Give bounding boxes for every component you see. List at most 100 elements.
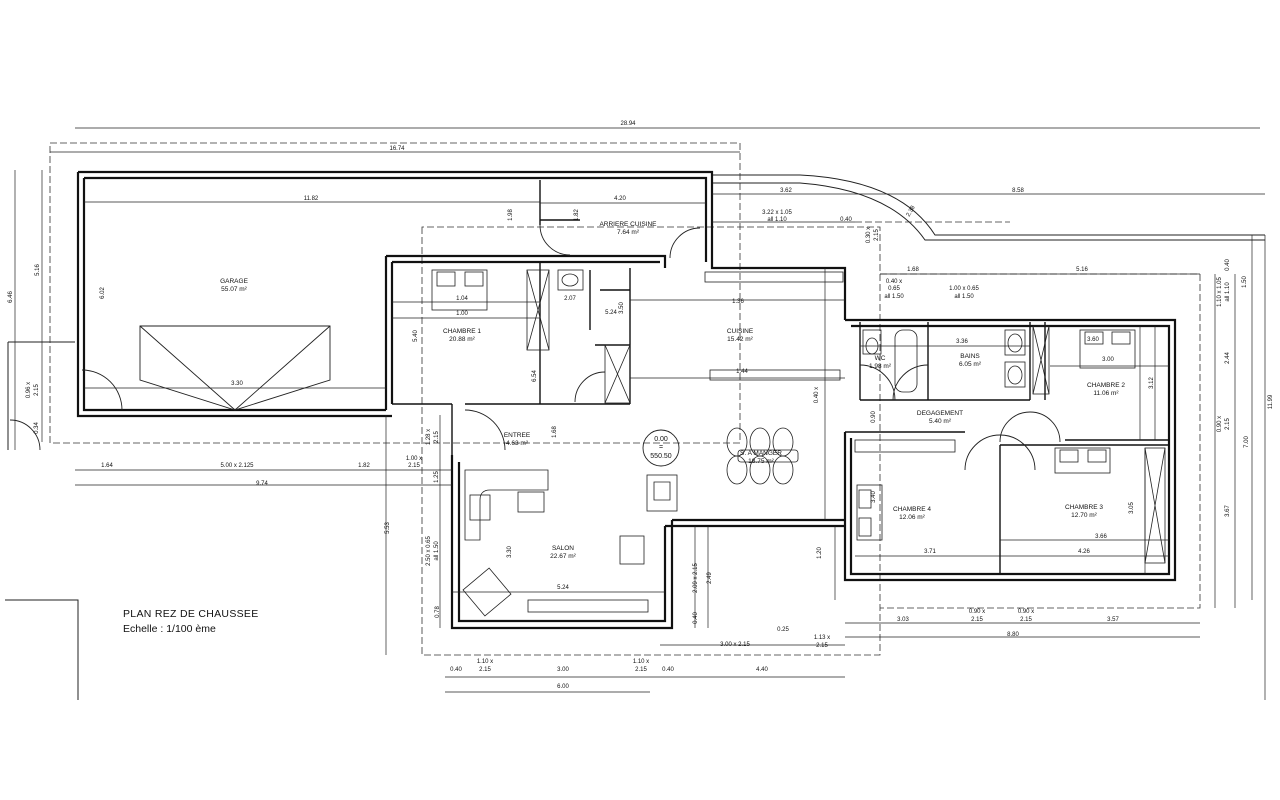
dim-label: 3.66 xyxy=(1095,534,1107,540)
room-name-chambre3: CHAMBRE 3 xyxy=(1065,504,1103,511)
dim-label: 7.00 xyxy=(1244,436,1250,448)
terrace-outline xyxy=(5,174,1265,700)
dim-label: 11.99 xyxy=(1268,394,1274,409)
room-area-chambre3: 12.70 m² xyxy=(1071,512,1097,519)
dim-label: 3.00 xyxy=(557,667,569,673)
level-eq: = xyxy=(659,444,663,451)
dim-label: 11.82 xyxy=(304,196,319,202)
room-labels: GARAGE 55.07 m² ARRIERE CUISINE 7.64 m² … xyxy=(220,221,1125,560)
dim-label: 2.15 xyxy=(34,384,40,396)
dim-label: 5.00 x 2.125 xyxy=(220,463,254,469)
level-marker: 0.00 = 550.50 xyxy=(642,429,680,467)
dim-label: 0.30 x xyxy=(866,227,872,243)
dim-label: 3.60 xyxy=(1087,337,1099,343)
dim-label: 0.40 xyxy=(693,612,699,624)
dim-label: 2.50 x 0.65 xyxy=(426,535,432,565)
room-name-sam: S. A MANGER xyxy=(740,450,782,457)
dim-label: 0.90 x xyxy=(1018,609,1034,615)
room-name-chambre1: CHAMBRE 1 xyxy=(443,328,481,335)
dim-label: 2.15 xyxy=(434,431,440,443)
dim-label: 5.24 xyxy=(605,310,617,316)
dim-label: all 1.50 xyxy=(954,294,974,300)
plan-scale: Echelle : 1/100 ème xyxy=(123,623,216,635)
dim-label: 1.10 x 1.05 xyxy=(1217,276,1223,306)
dim-label: 3.05 xyxy=(1129,502,1135,514)
room-name-chambre4: CHAMBRE 4 xyxy=(893,506,931,513)
room-area-arriere-cuisine: 7.64 m² xyxy=(617,229,640,236)
dim-label: 2.15 xyxy=(1020,617,1032,623)
room-area-chambre1: 20.88 m² xyxy=(449,336,475,343)
dim-label: 2.15 xyxy=(816,643,828,649)
room-area-chambre2: 11.06 m² xyxy=(1093,390,1119,397)
furniture xyxy=(431,269,1166,617)
dim-label: 0.25 xyxy=(777,627,789,633)
dim-label: 2.38 xyxy=(906,204,917,218)
dim-label: 3.62 xyxy=(780,188,792,194)
dim-label: 0.90 xyxy=(871,411,877,423)
dim-label: 2.15 xyxy=(874,229,880,241)
dim-label: 2.15 xyxy=(971,617,983,623)
dim-label: 3.67 xyxy=(1225,505,1231,517)
dim-label: 1.98 xyxy=(508,209,514,221)
level-top: 0.00 xyxy=(654,436,668,443)
dim-label: 0.40 x xyxy=(814,387,820,403)
dim-label: 0.40 xyxy=(450,667,462,673)
dimension-labels-vertical: 6.46 5.16 6.02 1.98 1.82 3.50 5.40 6.54 … xyxy=(8,204,1274,623)
dim-label: 1.68 xyxy=(907,267,919,273)
door-swings xyxy=(9,224,1061,471)
room-name-entree: ENTREE xyxy=(504,432,531,439)
dim-label: all 1.10 xyxy=(767,217,787,223)
room-area-degagement: 5.40 m² xyxy=(929,418,952,425)
dimension-labels: 28.94 16.74 11.82 4.20 3.62 8.58 3.22 x … xyxy=(101,121,1119,690)
dim-label: 5.40 xyxy=(413,330,419,342)
room-name-arriere-cuisine: ARRIERE CUISINE xyxy=(599,221,657,228)
dim-label: 1.68 xyxy=(552,426,558,438)
room-name-salon: SALON xyxy=(552,545,574,552)
dim-label: 5.53 xyxy=(385,522,391,534)
dim-label: 0.40 xyxy=(662,667,674,673)
room-name-chambre2: CHAMBRE 2 xyxy=(1087,382,1125,389)
dim-label: 0.40 xyxy=(1225,259,1231,271)
exterior-walls xyxy=(76,170,1177,630)
dim-label: 1.04 xyxy=(456,296,468,302)
dim-label: 6.54 xyxy=(532,370,538,382)
dim-label: 1.82 xyxy=(574,209,580,221)
dim-label: 8.58 xyxy=(1012,188,1024,194)
dim-label: 3.22 x 1.05 xyxy=(762,210,792,216)
dim-label: 2.07 xyxy=(564,296,576,302)
room-area-sam: 18.75 m² xyxy=(748,458,774,465)
dim-label: 3.12 xyxy=(1149,377,1155,389)
dim-label: 1.13 x xyxy=(814,635,830,641)
dim-label: 6.02 xyxy=(100,287,106,299)
dim-label: 3.30 xyxy=(231,381,243,387)
dim-label: 1.50 xyxy=(1242,276,1248,288)
dim-label: 4.26 xyxy=(1078,549,1090,555)
dim-label: 4.20 xyxy=(614,196,626,202)
dim-label: 2.09 x 2.15 xyxy=(693,562,699,592)
interior-walls xyxy=(392,180,1169,574)
dim-label: 0.78 xyxy=(435,606,441,618)
dim-label: 28.94 xyxy=(620,121,636,127)
dim-label: 3.00 x 2.15 xyxy=(720,642,750,648)
room-area-entree: 4.63 m² xyxy=(506,440,529,447)
garage-ramp xyxy=(139,325,331,411)
dim-label: 9.74 xyxy=(256,481,268,487)
room-area-chambre4: 12.06 m² xyxy=(899,514,925,521)
dim-label: 1.64 xyxy=(101,463,113,469)
dim-label: 3.57 xyxy=(1107,617,1119,623)
dim-label: 5.24 xyxy=(557,585,569,591)
dim-label: 16.74 xyxy=(389,146,405,152)
dim-label: 1.82 xyxy=(358,463,370,469)
dim-label: 3.00 xyxy=(1102,357,1114,363)
room-name-degagement: DEGAGEMENT xyxy=(917,410,963,417)
dim-label: 1.00 x xyxy=(406,456,422,462)
dim-label: all 1.10 xyxy=(1225,282,1231,302)
dim-label: 3.03 xyxy=(897,617,909,623)
room-name-garage: GARAGE xyxy=(220,278,248,285)
dim-label: 1.10 x xyxy=(633,659,649,665)
dim-label: 0.90 x xyxy=(969,609,985,615)
room-area-wc: 1.98 m² xyxy=(869,363,892,370)
dim-label: 6.46 xyxy=(8,291,14,303)
dim-label: 2.49 xyxy=(707,572,713,584)
